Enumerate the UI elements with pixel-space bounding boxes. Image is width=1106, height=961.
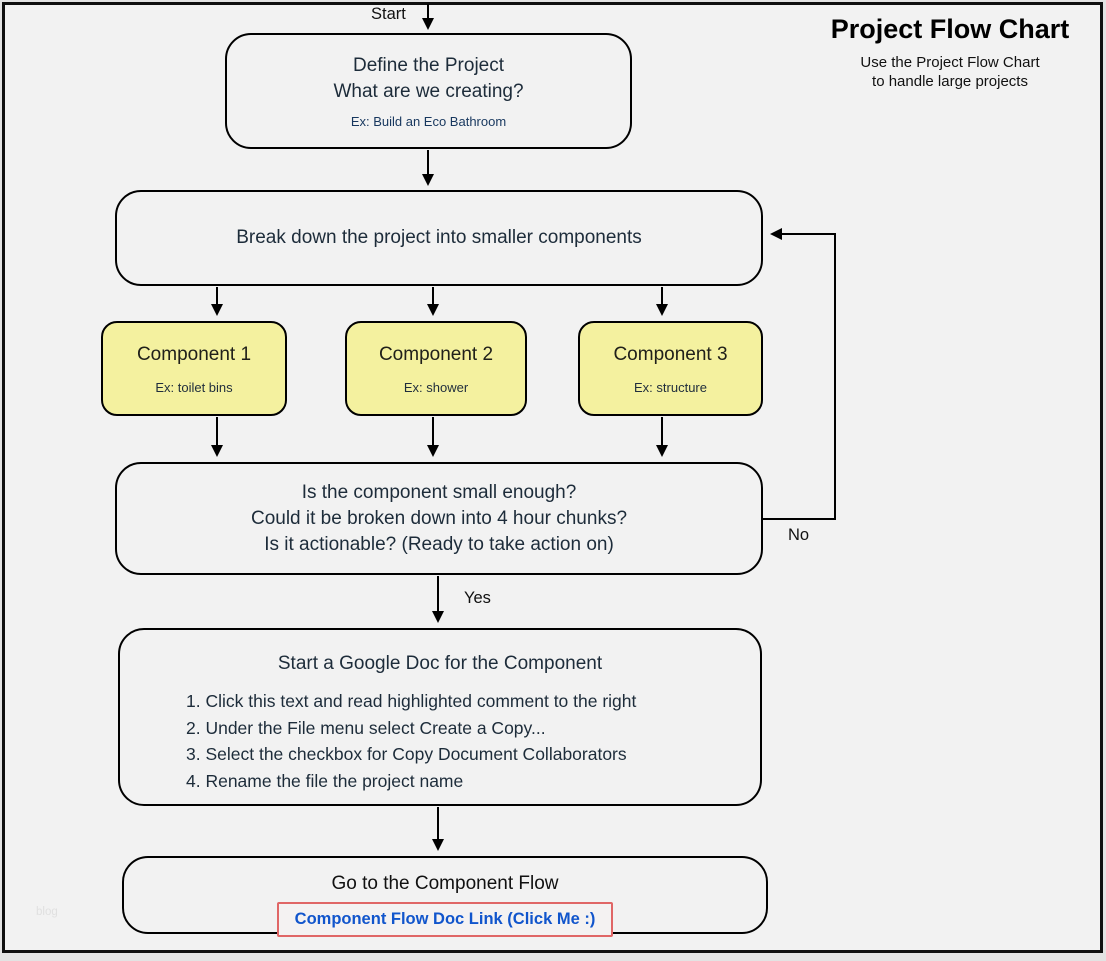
yes-label: Yes (464, 589, 491, 607)
check-line1: Is the component small enough? (301, 481, 577, 503)
google-doc-step-2: 2. Under the File menu select Create a C… (186, 717, 546, 738)
node-google-doc: Start a Google Doc for the Component 1. … (118, 628, 762, 806)
chart-heading: Project Flow Chart Use the Project Flow … (800, 14, 1100, 91)
component-2-title: Component 2 (378, 344, 494, 365)
google-doc-step-1[interactable]: 1. Click this text and read highlighted … (186, 691, 637, 711)
node-small-enough-check: Is the component small enough? Could it … (115, 462, 763, 575)
start-label: Start (371, 5, 406, 23)
node-breakdown: Break down the project into smaller comp… (115, 190, 763, 286)
no-label: No (788, 526, 810, 544)
google-doc-step-3: 3. Select the checkbox for Copy Document… (186, 744, 627, 764)
check-line2: Could it be broken down into 4 hour chun… (250, 507, 628, 529)
node-define-project: Define the Project What are we creating?… (225, 33, 632, 149)
goto-title: Go to the Component Flow (331, 873, 559, 894)
node-component-1: Component 1 Ex: toilet bins (101, 321, 287, 416)
define-project-line1: Define the Project (352, 55, 505, 76)
component-3-example: Ex: structure (634, 380, 707, 395)
google-doc-step-4: 4. Rename the file the project name (186, 770, 464, 791)
component-flow-doc-link[interactable]: Component Flow Doc Link (Click Me :) (276, 902, 614, 937)
page-subtitle-line2: to handle large projects (872, 73, 1028, 90)
breakdown-text: Break down the project into smaller comp… (236, 227, 642, 248)
define-project-line2: What are we creating? (333, 81, 524, 102)
check-line3: Is it actionable? (Ready to take action … (264, 533, 614, 555)
page-title: Project Flow Chart (830, 14, 1070, 44)
google-doc-title: Start a Google Doc for the Component (277, 653, 603, 674)
component-flow-doc-link-label: Component Flow Doc Link (Click Me :) (294, 910, 596, 928)
page-subtitle-line1: Use the Project Flow Chart (860, 54, 1040, 71)
component-1-title: Component 1 (136, 344, 252, 365)
watermark: blog (36, 906, 58, 918)
google-doc-steps: 1. Click this text and read highlighted … (186, 688, 636, 794)
component-1-example: Ex: toilet bins (155, 380, 233, 395)
component-3-title: Component 3 (613, 344, 728, 365)
page-subtitle: Use the Project Flow Chart to handle lar… (800, 53, 1100, 91)
define-project-example: Ex: Build an Eco Bathroom (350, 114, 507, 129)
node-component-3: Component 3 Ex: structure (578, 321, 763, 416)
component-2-example: Ex: shower (403, 380, 469, 395)
node-goto-component-flow: Go to the Component Flow Component Flow … (122, 856, 768, 937)
node-component-2: Component 2 Ex: shower (345, 321, 527, 416)
